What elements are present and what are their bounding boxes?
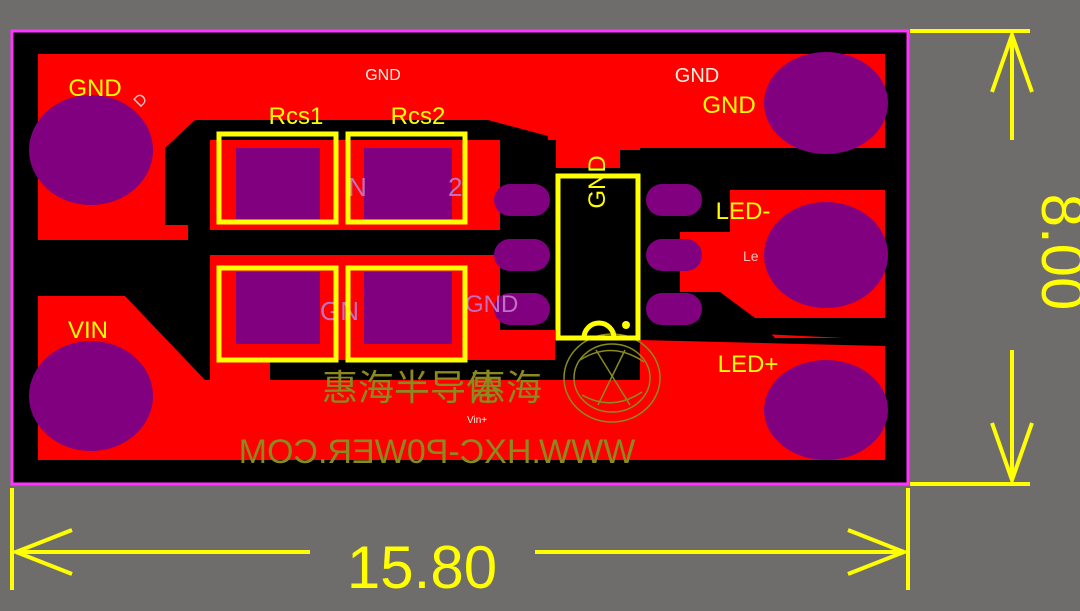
dimension-height-label: 8.00	[1029, 194, 1080, 311]
watermark-cn-right: 惠海	[470, 367, 542, 408]
ic-pad-6	[646, 293, 702, 325]
pad-rcs1-bottom	[236, 272, 320, 344]
silk-label-rcs1: Rcs1	[269, 103, 324, 130]
dimension-width	[10, 488, 910, 590]
silk-rcs1-top	[216, 131, 339, 225]
clearance-lines	[38, 140, 885, 375]
silk-ic-body	[555, 173, 641, 341]
dimension-height	[910, 28, 1034, 487]
pad-gnd-right	[764, 52, 888, 154]
net-label-gnd-mid: GND	[465, 291, 518, 318]
net-label-gn: GN	[320, 296, 359, 326]
silk-rcs1-bottom	[216, 265, 339, 363]
silk-label-rcs2: Rcs2	[391, 103, 446, 130]
silk-label-gnd-right: GND	[702, 92, 755, 119]
watermark-cn-left: 惠海半导体	[322, 367, 502, 408]
connector-pads	[29, 52, 888, 460]
pad-vin	[29, 341, 153, 451]
silk-label-led-minus: LED-	[716, 198, 771, 225]
pad-rcs2-bottom	[364, 272, 452, 344]
ic-pad-4	[646, 184, 702, 216]
ic-pad-1	[494, 184, 550, 216]
net-label-gnd-center: GND	[365, 67, 401, 84]
silkscreen-text: GND GND Rcs1 Rcs2 GND LED- VIN LED+	[68, 75, 778, 378]
net-label-gnd-right: GND	[675, 65, 719, 87]
net-label-n: N	[348, 172, 367, 202]
silk-label-ic-gnd: GND	[584, 155, 611, 208]
watermark: 惠海半导体 惠海 WWW.HXC-P0WER.COM	[239, 333, 661, 471]
ic-pad-2	[494, 239, 550, 271]
pad-rcs1-top	[236, 148, 320, 220]
pad-gnd-left	[29, 95, 153, 205]
copper-gnd-pour	[38, 54, 885, 225]
ic-pad-3	[494, 293, 550, 325]
dimension-width-label: 15.80	[347, 534, 497, 601]
silk-label-gnd-left: GND	[68, 75, 121, 102]
silk-ic-notch	[581, 320, 617, 339]
watermark-url: WWW.HXC-P0WER.COM	[239, 433, 636, 471]
net-label-le: Le	[743, 248, 759, 264]
silk-label-vin: VIN	[68, 317, 108, 344]
net-label-two: 2	[448, 172, 462, 202]
pad-rcs2-top	[364, 148, 452, 220]
ic-pad-5	[646, 239, 702, 271]
silk-label-led-plus: LED+	[718, 351, 779, 378]
silk-rcs2-top	[345, 131, 468, 225]
resistor-pads	[236, 148, 452, 344]
ic-pads	[494, 184, 702, 325]
pad-led-minus	[764, 202, 888, 308]
silk-rcs2-bottom	[345, 265, 468, 363]
silkscreen-outlines	[216, 131, 641, 363]
pad-led-plus	[764, 360, 888, 460]
silk-pin1-dot	[622, 321, 630, 329]
net-label-vin-plus: Vin+	[467, 415, 487, 426]
